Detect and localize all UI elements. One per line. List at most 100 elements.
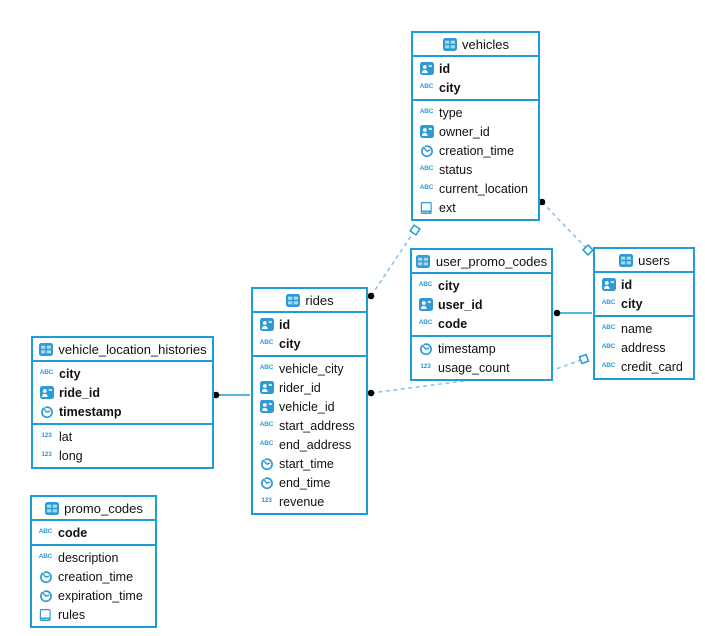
uuid-icon	[39, 386, 54, 399]
column-name: current_location	[439, 181, 528, 196]
uuid-icon	[419, 62, 434, 75]
timestamp-icon	[259, 456, 274, 471]
table-header[interactable]: vehicles	[413, 33, 538, 57]
number-icon: 123	[41, 432, 52, 440]
relation-endpoint-dot	[367, 389, 375, 397]
column-row: ABC city	[253, 334, 366, 353]
uuid-icon	[418, 298, 433, 311]
column-name: start_time	[279, 456, 334, 471]
uuid-icon	[601, 278, 616, 291]
column-name: credit_card	[621, 359, 683, 374]
varchar-icon: ABC	[418, 319, 433, 327]
number-icon: 123	[420, 363, 431, 371]
column-name: address	[621, 340, 666, 355]
column-name: revenue	[279, 494, 325, 509]
column-name: ext	[439, 200, 456, 215]
table-title: vehicle_location_histories	[58, 341, 207, 357]
varchar-icon: ABC	[259, 339, 274, 347]
varchar-icon: ABC	[38, 553, 53, 561]
column-name: end_time	[279, 475, 331, 490]
column-row: expiration_time	[32, 586, 155, 605]
relation-endpoint-dot	[538, 198, 546, 206]
table-icon	[416, 254, 431, 268]
column-name: creation_time	[58, 569, 134, 584]
table-header[interactable]: promo_codes	[32, 497, 155, 521]
column-name: timestamp	[438, 341, 496, 356]
column-row: user_id	[412, 295, 551, 314]
relation-rides-to-vehicles[interactable]	[367, 224, 421, 300]
column-name: timestamp	[59, 404, 122, 419]
table-header[interactable]: users	[595, 249, 693, 273]
timestamp-icon	[39, 404, 54, 419]
varchar-icon: ABC	[601, 299, 616, 307]
relation-vehicle_location_histories-to-rides[interactable]	[212, 391, 250, 399]
column-name: creation_time	[439, 143, 515, 158]
relation-line	[370, 358, 585, 394]
column-row: ABC name	[595, 319, 693, 338]
svg-text:JSON: JSON	[40, 617, 50, 621]
table-icon	[44, 501, 59, 515]
column-row: start_time	[253, 454, 366, 473]
table-title: user_promo_codes	[435, 253, 548, 269]
column-name: start_address	[279, 418, 355, 433]
varchar-icon: ABC	[39, 369, 54, 377]
table-header[interactable]: rides	[253, 289, 366, 313]
column-row: id	[413, 59, 538, 78]
column-name: lat	[59, 429, 73, 444]
column-row: ride_id	[33, 383, 212, 402]
table-icon	[442, 37, 457, 51]
table-title: users	[638, 252, 670, 268]
table-icon	[285, 293, 300, 307]
json-icon: JSON	[38, 608, 53, 622]
column-row: timestamp	[412, 339, 551, 358]
column-name: name	[621, 321, 653, 336]
column-name: city	[279, 336, 301, 351]
table-header[interactable]: user_promo_codes	[412, 250, 551, 274]
table-icon	[618, 253, 633, 267]
column-name: city	[438, 278, 460, 293]
table-title: rides	[305, 292, 334, 308]
column-row: end_time	[253, 473, 366, 492]
varchar-icon: ABC	[601, 324, 616, 332]
column-name: expiration_time	[58, 588, 143, 603]
uuid-icon	[259, 318, 274, 331]
column-name: id	[439, 61, 451, 76]
table-title: promo_codes	[64, 500, 143, 516]
column-name: id	[621, 277, 633, 292]
relation-rides-to-users[interactable]	[367, 353, 590, 397]
column-name: id	[279, 317, 291, 332]
relation-endpoint-dot	[553, 309, 561, 317]
timestamp-icon	[418, 341, 433, 356]
column-name: city	[439, 80, 461, 95]
svg-text:JSON: JSON	[421, 210, 431, 214]
json-icon: JSON	[419, 201, 434, 215]
relation-user_promo_codes-to-users[interactable]	[553, 309, 592, 317]
relation-vehicles-to-users[interactable]	[538, 198, 595, 257]
column-name: owner_id	[439, 124, 490, 139]
table-header[interactable]: vehicle_location_histories	[33, 338, 212, 362]
varchar-icon: ABC	[38, 528, 53, 536]
column-name: code	[438, 316, 468, 331]
